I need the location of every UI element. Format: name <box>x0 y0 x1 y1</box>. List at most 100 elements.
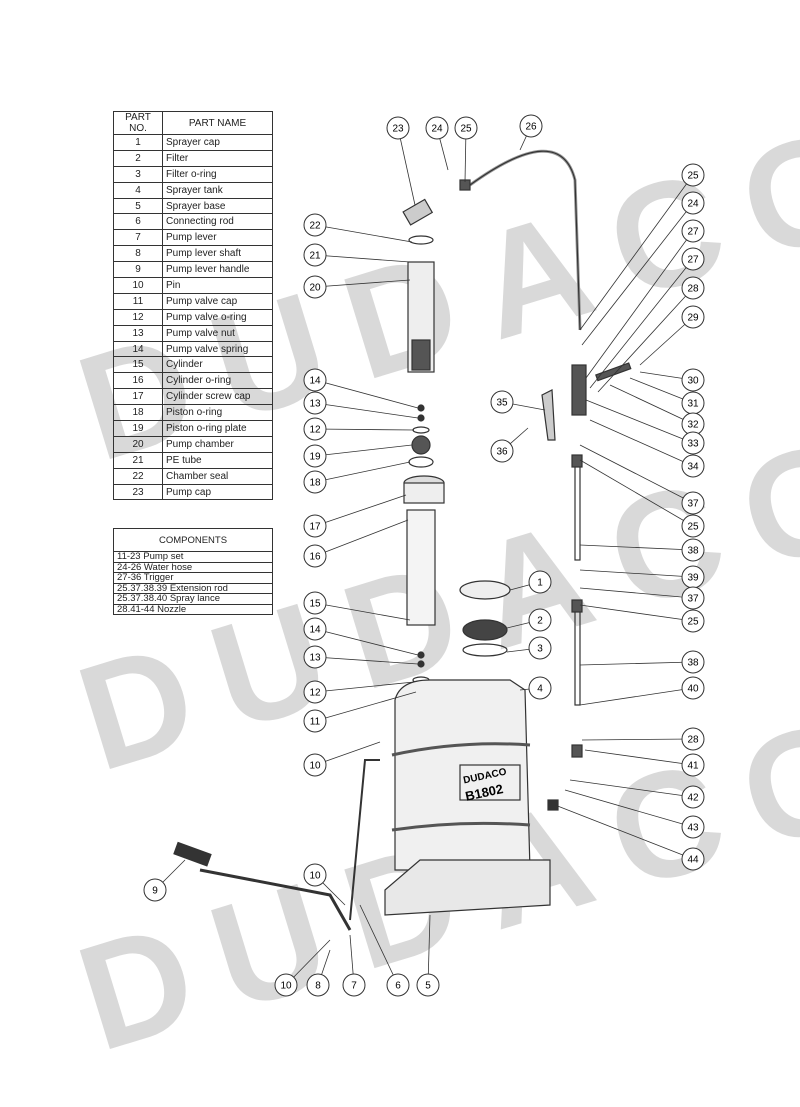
part-name: Pump lever handle <box>162 261 273 279</box>
callout-number: 34 <box>687 462 699 473</box>
callout-number: 1 <box>537 578 543 589</box>
callout-41: 41 <box>584 749 705 777</box>
callout-number: 5 <box>425 981 431 992</box>
callout-number: 3 <box>537 644 543 655</box>
trigger-lever <box>541 389 556 441</box>
callout-circle <box>681 676 705 700</box>
part-name: PE tube <box>162 451 273 469</box>
part-no: 11 <box>113 292 163 310</box>
callout-number: 10 <box>280 981 292 992</box>
callout-10: 10 <box>274 939 331 997</box>
part-name: Sprayer base <box>162 197 273 215</box>
leader-line <box>581 202 694 346</box>
leader-line <box>314 254 411 263</box>
callout-number: 7 <box>351 981 357 992</box>
connecting-rod <box>349 759 380 921</box>
callout-number: 35 <box>496 398 508 409</box>
callout-35: 35 <box>490 390 546 414</box>
callout-27: 27 <box>585 219 705 379</box>
callout-number: 39 <box>687 573 699 584</box>
part-no: 10 <box>113 277 163 294</box>
part-name: Pump valve nut <box>162 324 273 342</box>
callout-number: 33 <box>687 439 699 450</box>
pump-lever <box>199 868 352 931</box>
component-row: 24-26 Water hose <box>113 562 273 573</box>
part-no: 1 <box>113 134 163 151</box>
part-no: 4 <box>113 181 163 199</box>
part-no: 13 <box>113 324 163 342</box>
part-no: 19 <box>113 420 163 437</box>
spray-lance <box>574 609 581 706</box>
sprayer-cap <box>459 580 511 600</box>
callout-number: 18 <box>309 478 321 489</box>
leader-line <box>584 749 694 766</box>
callout-27: 27 <box>589 247 705 389</box>
part-no: 23 <box>113 483 163 501</box>
part-name: Sprayer cap <box>162 134 273 151</box>
callout-28: 28 <box>597 276 705 393</box>
callout-circle <box>454 116 478 140</box>
leader-line <box>427 914 431 986</box>
part-name: Pump cap <box>162 483 273 501</box>
callout-25: 25 <box>579 459 705 538</box>
component-entry: 28.41-44 Nozzle <box>113 604 273 615</box>
callout-42: 42 <box>569 779 705 809</box>
callout-number: 12 <box>309 425 321 436</box>
callout-circle <box>303 243 327 267</box>
part-no: 12 <box>113 308 163 326</box>
callout-number: 13 <box>309 653 321 664</box>
callout-circle <box>681 491 705 515</box>
part-no: 5 <box>113 197 163 215</box>
leader-line <box>564 789 694 828</box>
part-name: Cylinder o-ring <box>162 372 273 390</box>
part-no: 2 <box>113 149 163 167</box>
callout-19: 19 <box>303 444 413 468</box>
callout-16: 16 <box>303 519 409 568</box>
callout-17: 17 <box>303 494 407 538</box>
callout-circle <box>681 815 705 839</box>
part-name: Filter o-ring <box>162 165 273 183</box>
callout-circle <box>303 680 327 704</box>
callout-number: 17 <box>309 522 321 533</box>
callout-circle <box>143 878 167 902</box>
callout-number: 25 <box>687 617 699 628</box>
callout-number: 27 <box>687 255 699 266</box>
callout-13: 13 <box>303 645 419 669</box>
callout-circle <box>681 753 705 777</box>
leader-line <box>314 691 417 722</box>
callout-24: 24 <box>425 116 449 171</box>
callout-circle <box>303 275 327 299</box>
callout-circle <box>425 116 449 140</box>
callout-circle <box>490 439 514 463</box>
callout-10: 10 <box>303 741 381 777</box>
callout-number: 38 <box>687 658 699 669</box>
leader-line <box>589 419 694 467</box>
part-no: 3 <box>113 165 163 183</box>
callout-number: 24 <box>431 124 443 135</box>
part-name: Sprayer tank <box>162 181 273 199</box>
leader-line <box>579 687 694 706</box>
part-name: Pump lever shaft <box>162 245 273 263</box>
callout-circle <box>681 368 705 392</box>
part-name: Piston o-ring plate <box>162 420 273 437</box>
cylinder <box>406 509 436 626</box>
callout-37: 37 <box>579 586 705 610</box>
parts-drawing <box>173 149 632 931</box>
callout-circle <box>681 650 705 674</box>
leader-line <box>314 444 413 457</box>
part-no: 8 <box>113 245 163 263</box>
callout-23: 23 <box>386 116 416 206</box>
piston-oring <box>408 456 434 468</box>
callout-25: 25 <box>579 163 705 331</box>
callout-circle <box>303 514 327 538</box>
callout-number: 31 <box>687 399 699 410</box>
callout-number: 16 <box>309 552 321 563</box>
callout-circle <box>386 973 410 997</box>
